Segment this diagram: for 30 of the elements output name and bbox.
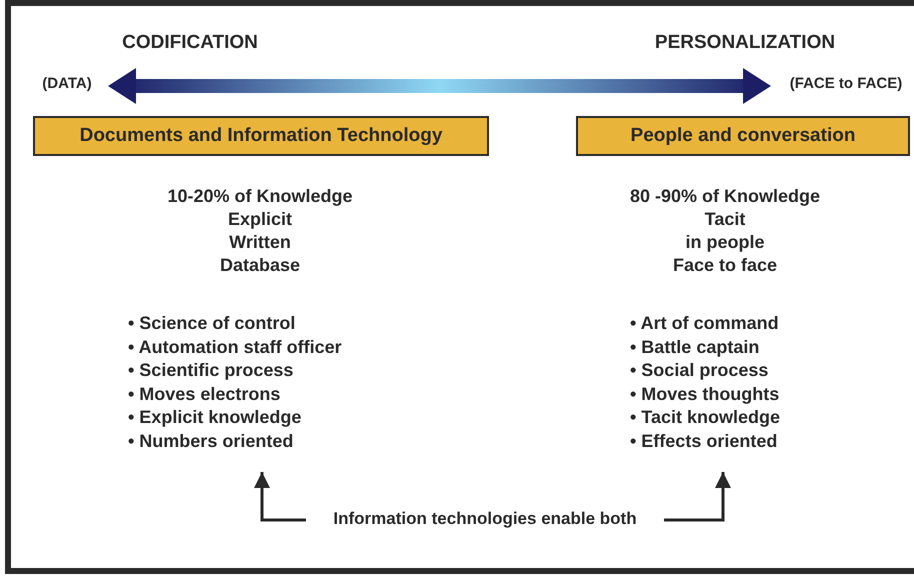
heading: PERSONALIZATION	[654, 32, 836, 54]
note-text: Information technologies enable both	[312, 509, 658, 531]
side-label: (FACE to FACE)	[779, 75, 913, 97]
bullet-item: • Moves thoughts	[630, 382, 780, 406]
bullet-item: • Tacit knowledge	[630, 406, 781, 429]
bullet-item: • Battle captain	[630, 336, 760, 359]
bullet-item: • Science of control	[128, 312, 296, 335]
heading: CODIFICATION	[122, 32, 258, 54]
description-line: Tacit	[704, 209, 746, 230]
description-line: Explicit	[228, 209, 292, 230]
arrow	[254, 472, 306, 522]
bullet-item: • Effects oriented	[630, 430, 778, 452]
side-label: (DATA)	[34, 75, 100, 97]
description-line: in people	[686, 232, 764, 253]
description-line: Written	[229, 232, 291, 253]
bullet-item: • Automation staff officer	[128, 336, 343, 358]
bullet-item: • Moves electrons	[128, 382, 282, 406]
bullet-item: • Art of command	[630, 312, 780, 335]
description-line: Face to face	[672, 255, 778, 276]
bullet-item: • Scientific process	[128, 359, 294, 382]
category-box: People and conversation	[576, 116, 910, 156]
category-box: Documents and Information Technology	[33, 116, 489, 156]
bullet-item: • Explicit knowledge	[128, 406, 302, 429]
description-line: 80 -90% of Knowledge	[630, 186, 820, 207]
description-line: Database	[220, 255, 300, 276]
arrow	[664, 472, 731, 522]
bullet-item: • Numbers oriented	[128, 430, 294, 452]
description-line: 10-20% of Knowledge	[167, 186, 353, 207]
double-arrow	[108, 68, 771, 104]
bullet-item: • Social process	[630, 359, 770, 382]
